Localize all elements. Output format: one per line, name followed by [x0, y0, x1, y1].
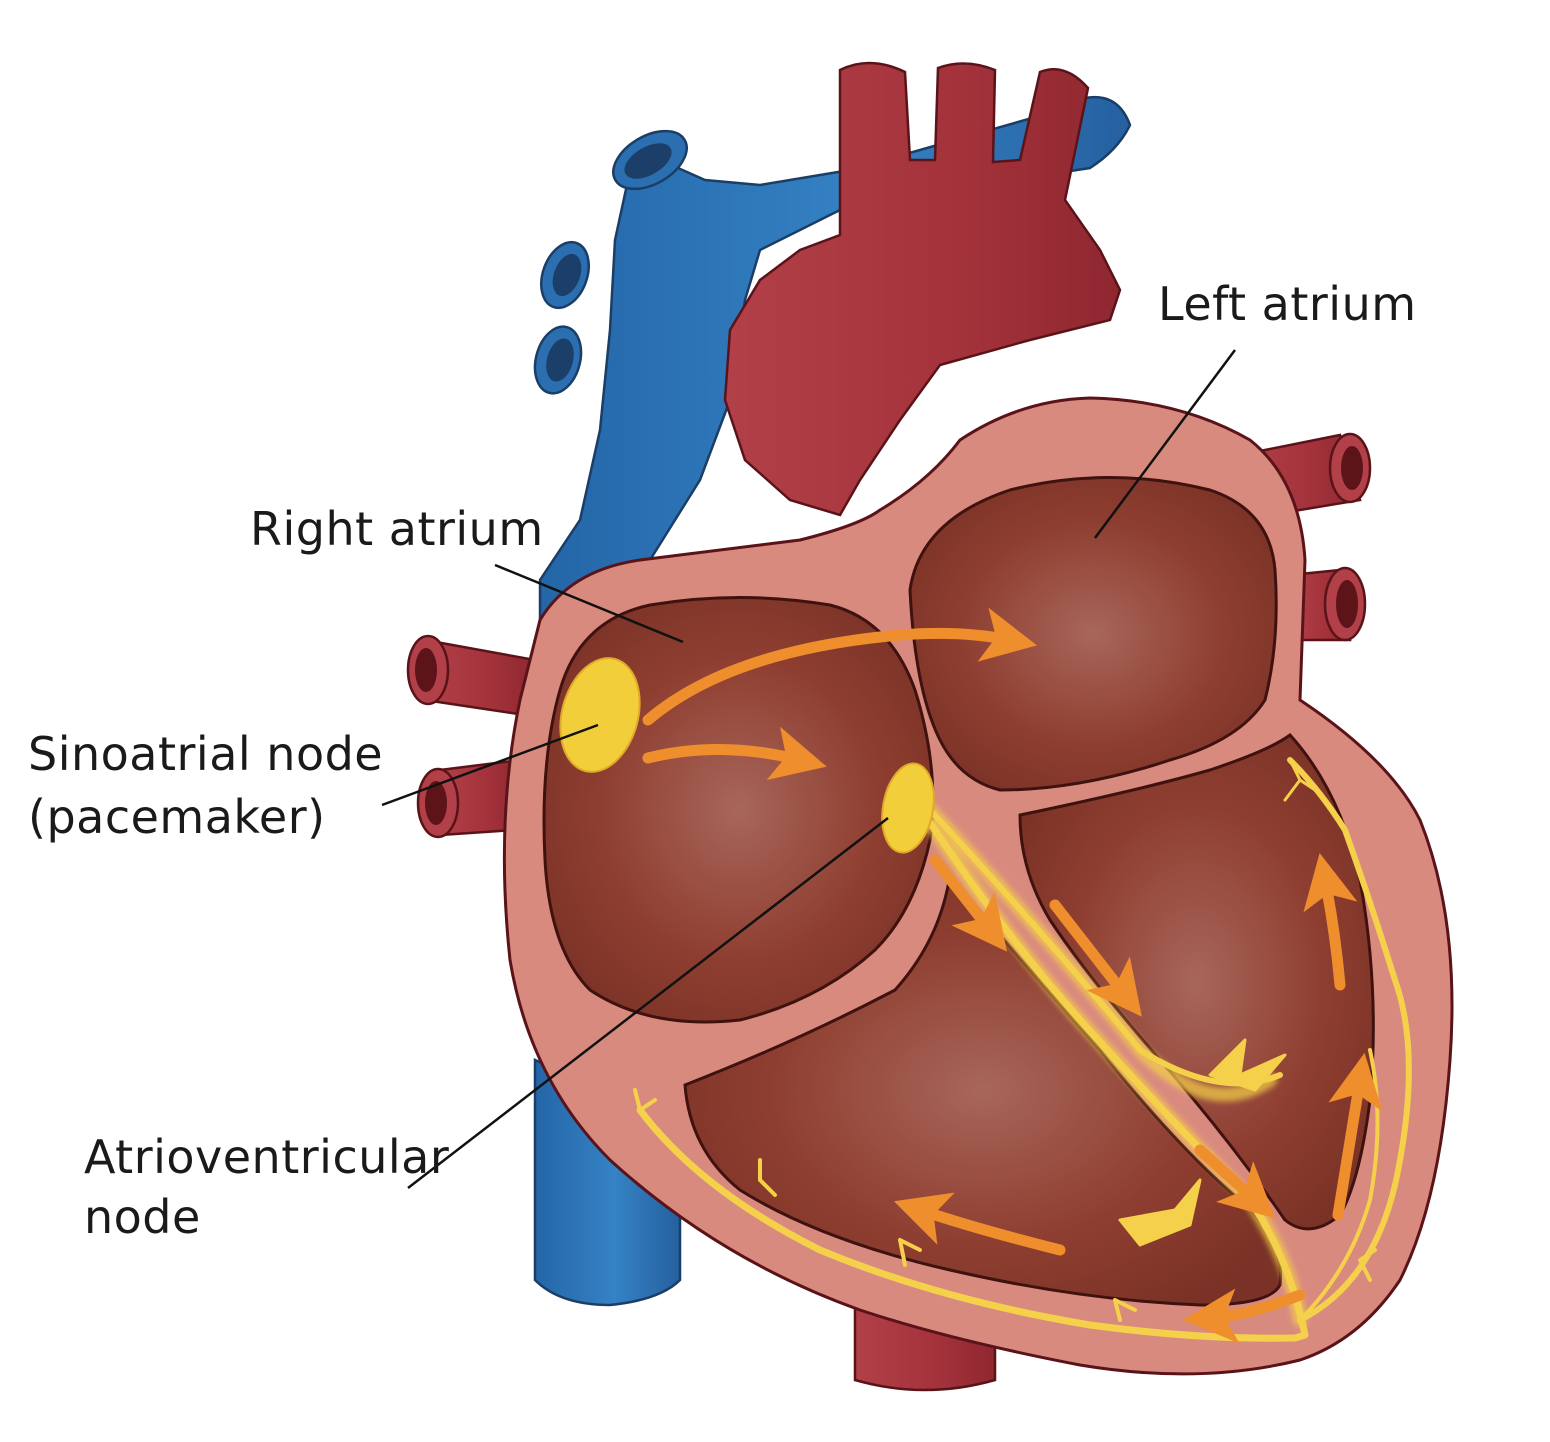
impulse-arrow: [642, 607, 1037, 726]
pulmonary-veins-right: [1238, 432, 1372, 642]
aorta: [723, 61, 1122, 517]
impulse-arrow: [893, 1192, 1066, 1256]
impulse-arrow: [642, 726, 827, 781]
pulmonary-veins-left: [406, 634, 537, 839]
sinoatrial-node: [559, 657, 641, 773]
leader-line-left-atrium: [1093, 349, 1237, 539]
superior-vena-cava: [533, 95, 1132, 643]
label-av-node-line2: node: [84, 1190, 201, 1244]
leader-line-right-atrium: [494, 563, 684, 644]
impulse-arrow: [1328, 1052, 1383, 1221]
impulse-arrow: [1182, 1288, 1306, 1344]
impulse-arrow: [1303, 853, 1358, 991]
impulse-arrow: [929, 854, 1007, 952]
atrioventricular-node: [881, 762, 935, 854]
label-sa-node-line2: (pacemaker): [28, 790, 326, 844]
label-sa-node-line1: Sinoatrial node: [28, 727, 384, 781]
leader-lines: [381, 349, 1237, 1189]
impulse-arrow: [1049, 899, 1142, 1017]
label-right-atrium: Right atrium: [250, 502, 544, 556]
label-left-atrium: Left atrium: [1158, 277, 1417, 331]
leader-line-av-node: [407, 817, 889, 1189]
impulse-arrows: [642, 607, 1383, 1344]
impulse-arrow: [1194, 1144, 1276, 1219]
label-av-node-line1: Atrioventricular: [84, 1130, 450, 1184]
left-atrium-chamber: [908, 476, 1278, 792]
right-atrium-chamber: [542, 596, 935, 1024]
inferior-vena-cava: [533, 1058, 682, 1307]
leader-line-sa-node: [381, 723, 599, 807]
